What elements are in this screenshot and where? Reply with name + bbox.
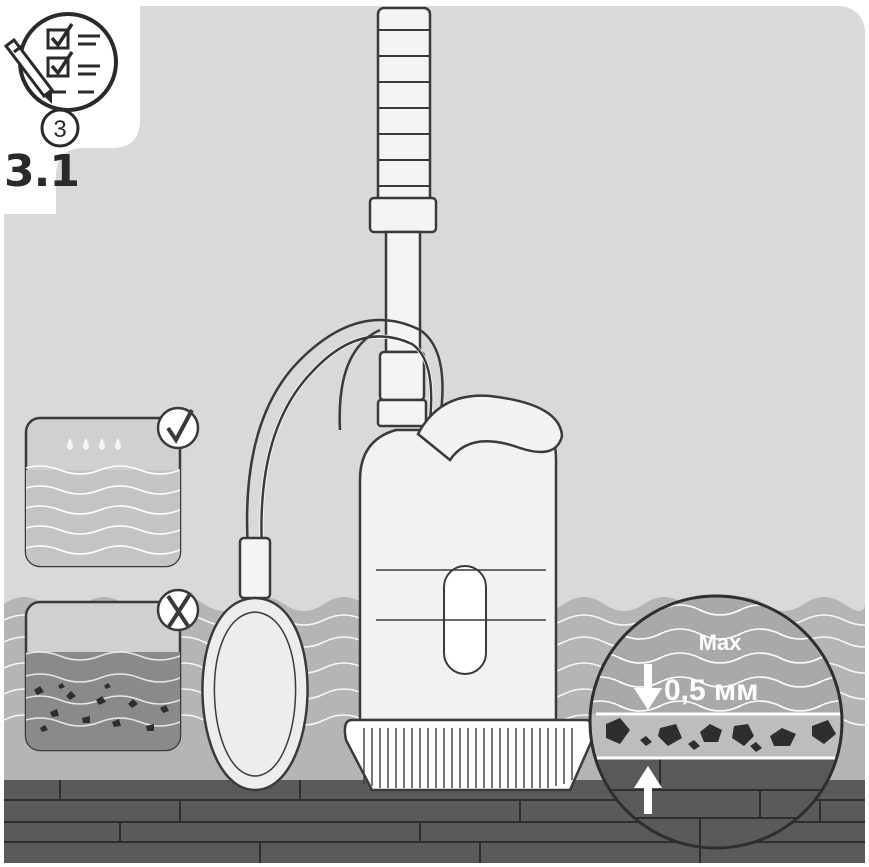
step-number: 3 bbox=[53, 116, 66, 143]
submersible-pump bbox=[345, 396, 593, 790]
cross-icon bbox=[158, 590, 198, 630]
section-label: 3.1 bbox=[4, 146, 84, 197]
check-icon bbox=[158, 408, 198, 448]
checklist-icon bbox=[20, 14, 116, 110]
sediment-size-label: 0,5 мм bbox=[664, 674, 758, 707]
max-label: Max bbox=[699, 630, 743, 655]
